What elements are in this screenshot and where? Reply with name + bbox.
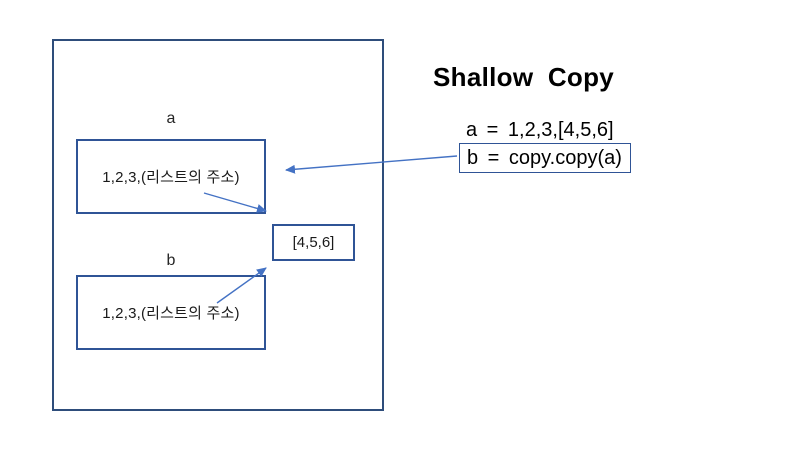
shared-list-box: [4,5,6] <box>272 224 355 261</box>
shared-list-value: [4,5,6] <box>292 234 335 251</box>
variable-b-content: 1,2,3,(리스트의 주소) <box>102 305 240 322</box>
slide-title: Shallow Copy <box>433 62 615 92</box>
variable-a-content: 1,2,3,(리스트의 주소) <box>102 169 240 186</box>
code-line-b-box: b = copy.copy(a) <box>459 143 631 173</box>
variable-a-label: a <box>166 110 176 127</box>
code-line-b: b = copy.copy(a) <box>467 146 622 169</box>
variable-b-label: b <box>166 252 176 269</box>
memory-space-rect <box>52 39 384 411</box>
variable-b-box: 1,2,3,(리스트의 주소) <box>76 275 266 350</box>
variable-a-box: 1,2,3,(리스트의 주소) <box>76 139 266 214</box>
code-line-a: a = 1,2,3,[4,5,6] <box>466 119 614 141</box>
